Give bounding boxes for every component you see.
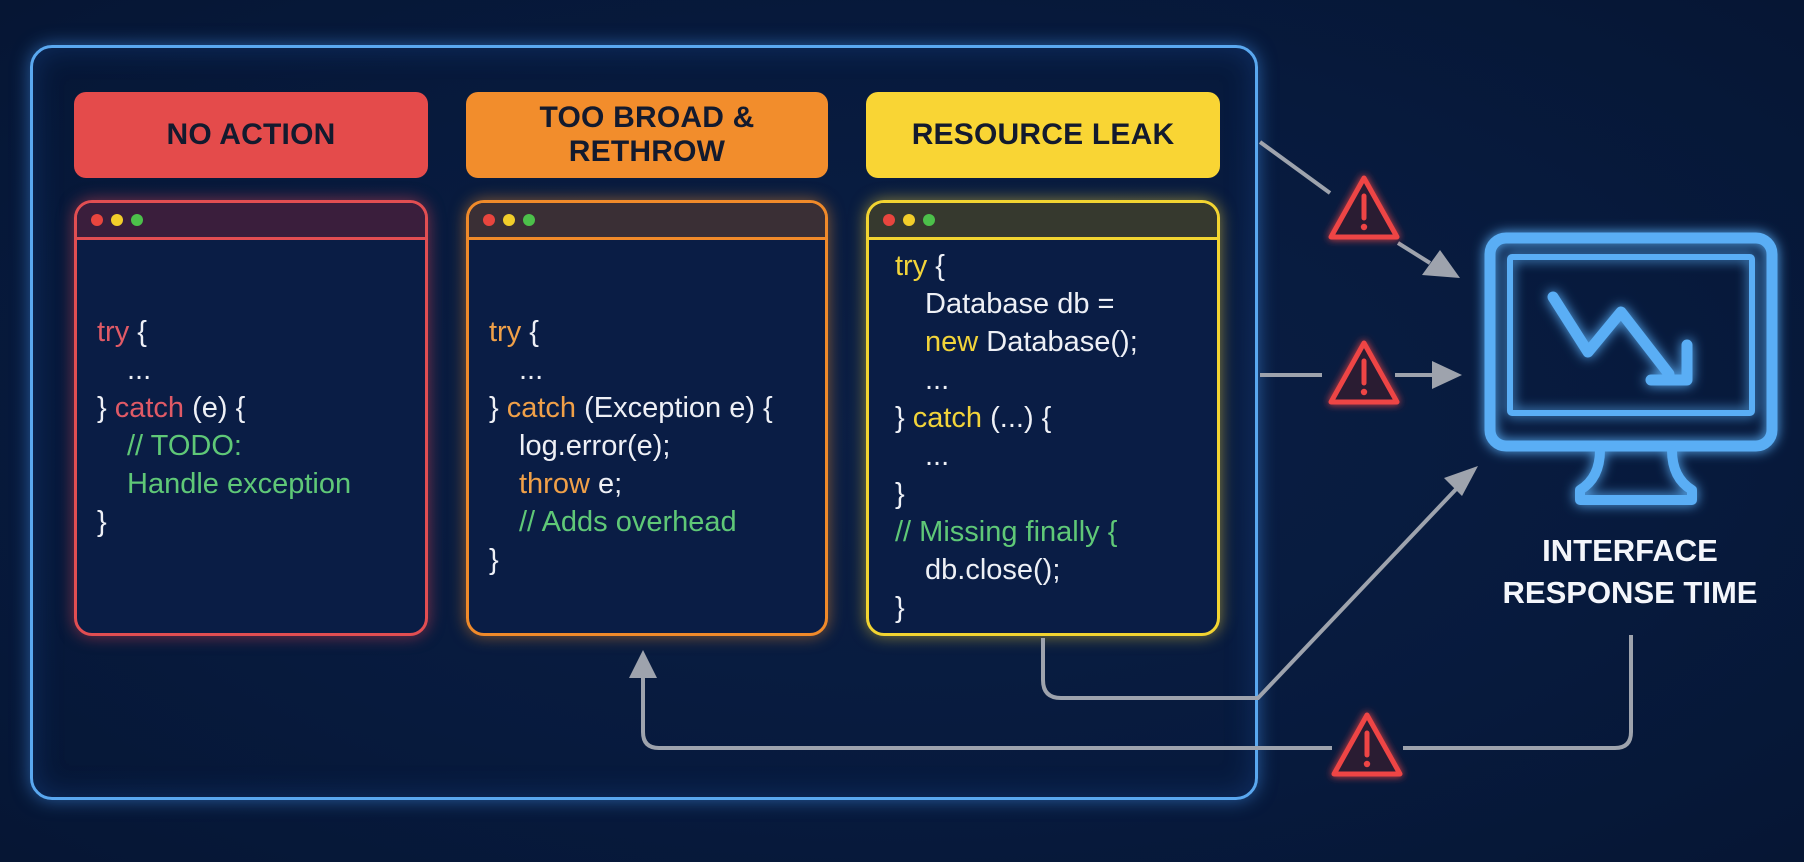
warning-triangle-icon	[1328, 175, 1400, 240]
code-keyword: new	[925, 326, 979, 358]
code-line: // TODO:	[97, 427, 351, 465]
arrowhead	[1444, 466, 1478, 496]
code-text: e;	[589, 468, 623, 500]
code-line: ...	[97, 351, 351, 389]
code-line: }	[895, 589, 1138, 627]
exception-patterns-frame	[30, 45, 1258, 800]
code-line: }	[489, 541, 773, 579]
arrowhead	[1422, 250, 1460, 278]
code-text: }	[489, 544, 499, 576]
code-window-resource-leak: try {Database db =new Database();...} ca…	[866, 200, 1220, 636]
code-line: Database db =	[895, 285, 1138, 323]
code-snippet: try {...} catch (Exception e) {log.error…	[489, 313, 773, 579]
code-keyword: catch	[912, 402, 983, 434]
code-line: try {	[489, 313, 773, 351]
code-text: Database();	[978, 326, 1138, 358]
code-text: Database db =	[925, 288, 1115, 320]
window-titlebar	[869, 203, 1217, 240]
label-line-1: INTERFACE	[1542, 533, 1718, 568]
code-text: }	[97, 506, 107, 538]
maximize-dot-icon	[923, 214, 935, 226]
code-line: ...	[489, 351, 773, 389]
code-text: ...	[925, 364, 950, 396]
arrowhead	[629, 650, 657, 678]
code-comment: Handle exception	[127, 468, 352, 500]
category-label-resource-leak: RESOURCE LEAK	[866, 92, 1220, 178]
code-line: try {	[97, 313, 351, 351]
warning-triangle-icon	[1331, 712, 1403, 777]
code-line: new Database();	[895, 323, 1138, 361]
interface-response-time-label: INTERFACE RESPONSE TIME	[1480, 530, 1780, 614]
code-text: {	[927, 250, 945, 282]
code-comment: // TODO:	[127, 430, 242, 462]
code-keyword: try	[895, 250, 928, 282]
code-text: {	[521, 316, 539, 348]
maximize-dot-icon	[523, 214, 535, 226]
label-line-2: RESPONSE TIME	[1502, 575, 1758, 610]
code-line: Handle exception	[97, 465, 351, 503]
code-keyword: catch	[114, 392, 185, 424]
category-label-too-broad-rethrow: TOO BROAD & RETHROW	[466, 92, 828, 178]
category-label-text: TOO BROAD & RETHROW	[539, 101, 755, 168]
code-keyword: throw	[519, 468, 590, 500]
close-dot-icon	[883, 214, 895, 226]
code-text: }	[97, 392, 115, 424]
code-text: }	[489, 392, 507, 424]
arrow-top-to-monitor	[1258, 140, 1432, 265]
code-text: {	[129, 316, 147, 348]
code-line: }	[97, 503, 351, 541]
code-text: db.close();	[925, 554, 1061, 586]
code-text: ...	[925, 440, 950, 472]
code-comment: // Missing finally {	[895, 516, 1118, 548]
code-window-no-action: try {...} catch (e) {// TODO:Handle exce…	[74, 200, 428, 636]
code-text: ...	[127, 354, 152, 386]
code-line: } catch (...) {	[895, 399, 1138, 437]
code-text: (...) {	[982, 402, 1052, 434]
arrow-resource-leak-to-monitor	[1041, 483, 1462, 700]
window-titlebar	[469, 203, 825, 240]
category-label-no-action: NO ACTION	[74, 92, 428, 178]
code-line: } catch (e) {	[97, 389, 351, 427]
warning-triangle-icon	[1328, 340, 1400, 405]
code-text: log.error(e);	[519, 430, 671, 462]
code-line: }	[895, 475, 1138, 513]
window-titlebar	[77, 203, 425, 240]
code-line: db.close();	[895, 551, 1138, 589]
maximize-dot-icon	[131, 214, 143, 226]
arrowhead	[1432, 361, 1462, 389]
minimize-dot-icon	[111, 214, 123, 226]
code-window-too-broad-rethrow: try {...} catch (Exception e) {log.error…	[466, 200, 828, 636]
code-text: }	[895, 592, 905, 624]
code-text: (e) {	[184, 392, 246, 424]
code-text: ...	[519, 354, 544, 386]
monitor-trend-down-icon	[1484, 232, 1778, 505]
code-snippet: try {Database db =new Database();...} ca…	[895, 247, 1138, 627]
minimize-dot-icon	[903, 214, 915, 226]
code-line: ...	[895, 361, 1138, 399]
code-comment: // Adds overhead	[519, 506, 737, 538]
code-line: try {	[895, 247, 1138, 285]
code-line: log.error(e);	[489, 427, 773, 465]
code-keyword: catch	[506, 392, 577, 424]
close-dot-icon	[91, 214, 103, 226]
code-text: (Exception e) {	[576, 392, 773, 424]
code-text: }	[895, 402, 913, 434]
code-line: } catch (Exception e) {	[489, 389, 773, 427]
code-snippet: try {...} catch (e) {// TODO:Handle exce…	[97, 313, 351, 541]
code-line: // Missing finally {	[895, 513, 1138, 551]
code-line: throw e;	[489, 465, 773, 503]
code-keyword: try	[489, 316, 522, 348]
code-keyword: try	[97, 316, 130, 348]
code-text: }	[895, 478, 905, 510]
code-line: ...	[895, 437, 1138, 475]
arrow-feedback-loop	[641, 635, 1633, 750]
close-dot-icon	[483, 214, 495, 226]
minimize-dot-icon	[503, 214, 515, 226]
code-line: // Adds overhead	[489, 503, 773, 541]
